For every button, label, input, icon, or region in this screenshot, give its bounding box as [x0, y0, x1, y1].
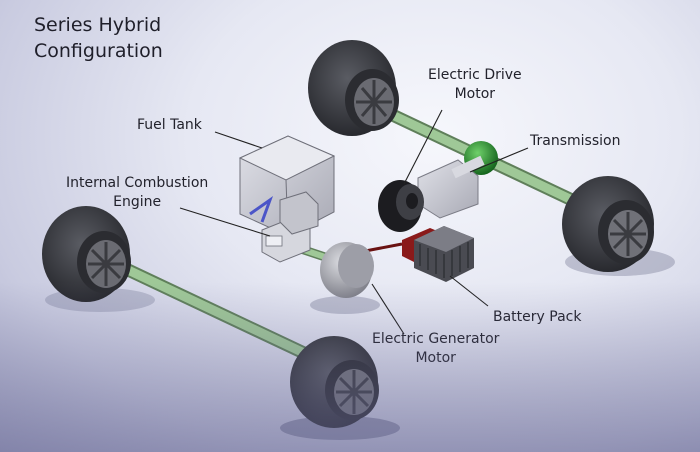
battery-pack — [402, 226, 474, 282]
wheel-front-left-icon — [42, 206, 131, 302]
diagram-title: Series Hybrid Configuration — [34, 12, 163, 64]
leader-lines — [179, 109, 529, 335]
title-line-1: Series Hybrid — [34, 14, 162, 36]
label-internal-combustion-engine: Internal Combustion Engine — [66, 175, 209, 210]
wheel-rear-right-icon — [562, 176, 654, 272]
electric-drive-motor — [378, 155, 485, 232]
label-battery-pack: Battery Pack — [493, 309, 582, 325]
internal-combustion-engine — [261, 191, 319, 263]
electric-generator-motor — [320, 242, 374, 298]
wheel-rear-left-icon — [308, 40, 399, 136]
wheel-front-right-icon — [290, 336, 379, 428]
label-electric-generator-motor: Electric Generator Motor — [372, 331, 500, 366]
label-electric-drive-motor: Electric Drive Motor — [428, 67, 522, 102]
title-line-2: Configuration — [34, 40, 163, 62]
label-fuel-tank: Fuel Tank — [137, 117, 202, 133]
label-transmission: Transmission — [530, 133, 621, 149]
